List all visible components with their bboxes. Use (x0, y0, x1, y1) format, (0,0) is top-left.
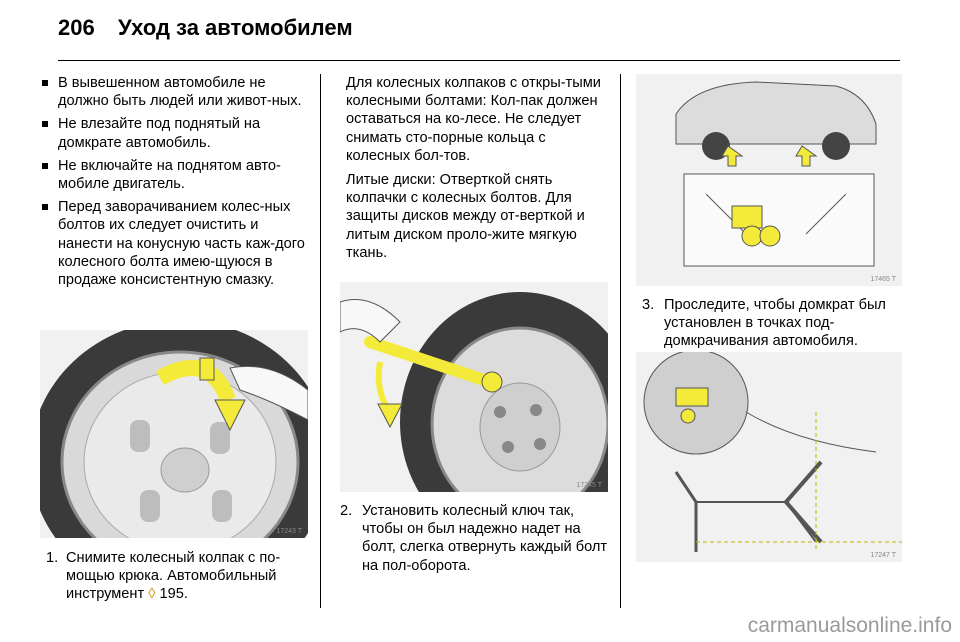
hubcap-removal-figure: 17243 T (40, 330, 308, 538)
header-rule (58, 60, 900, 61)
page-reference-icon: ◊ (148, 586, 156, 603)
figure-code: 17247 T (870, 552, 896, 559)
figure-code: 17465 T (870, 276, 896, 283)
column-1: В вывешенном автомобиле не должно быть л… (36, 74, 308, 294)
step-number: 3. (642, 297, 655, 313)
bullet-marker (42, 121, 48, 128)
step-number: 1. (46, 550, 59, 566)
wheel-wrench-figure: 17245 T (340, 282, 608, 492)
bullet-marker (42, 80, 48, 86)
watermark-text: carmanualsonline.info (747, 614, 952, 637)
figure-code: 17245 T (576, 482, 602, 489)
column-divider-2 (620, 74, 621, 608)
step-3: 3.Проследите, чтобы домкрат был установл… (642, 297, 886, 350)
paragraph: Литые диски: Отверткой снять колпачки с … (346, 172, 585, 261)
jack-placement-figure: 17247 T (636, 352, 902, 562)
bullet-marker (42, 162, 48, 169)
step-1: 1.Снимите колесный колпак с по-мощью крю… (46, 550, 281, 603)
bullet-marker (42, 204, 48, 211)
step-number: 2. (340, 503, 353, 519)
paragraph: Для колесных колпаков с откры-тыми колес… (346, 75, 601, 164)
figure-code: 17243 T (276, 528, 302, 535)
bullet-item: Не влезайте под поднятый на домкрате авт… (36, 115, 308, 151)
column-2: Для колесных колпаков с откры-тыми колес… (340, 74, 610, 268)
jacking-points-figure: 17465 T (636, 74, 902, 286)
page-header: 206 Уход за автомобилем (0, 0, 960, 61)
bullet-item: Перед заворачиванием колес-ных болтов их… (36, 198, 308, 289)
column-divider-1 (320, 74, 321, 608)
page-number: 206 (58, 15, 95, 40)
step-2: 2.Установить колесный ключ так, чтобы он… (340, 503, 608, 574)
bullet-item: Не включайте на поднятом авто-мобиле дви… (36, 157, 308, 193)
page-title: Уход за автомобилем (118, 15, 353, 40)
bullet-item: В вывешенном автомобиле не должно быть л… (36, 74, 308, 110)
